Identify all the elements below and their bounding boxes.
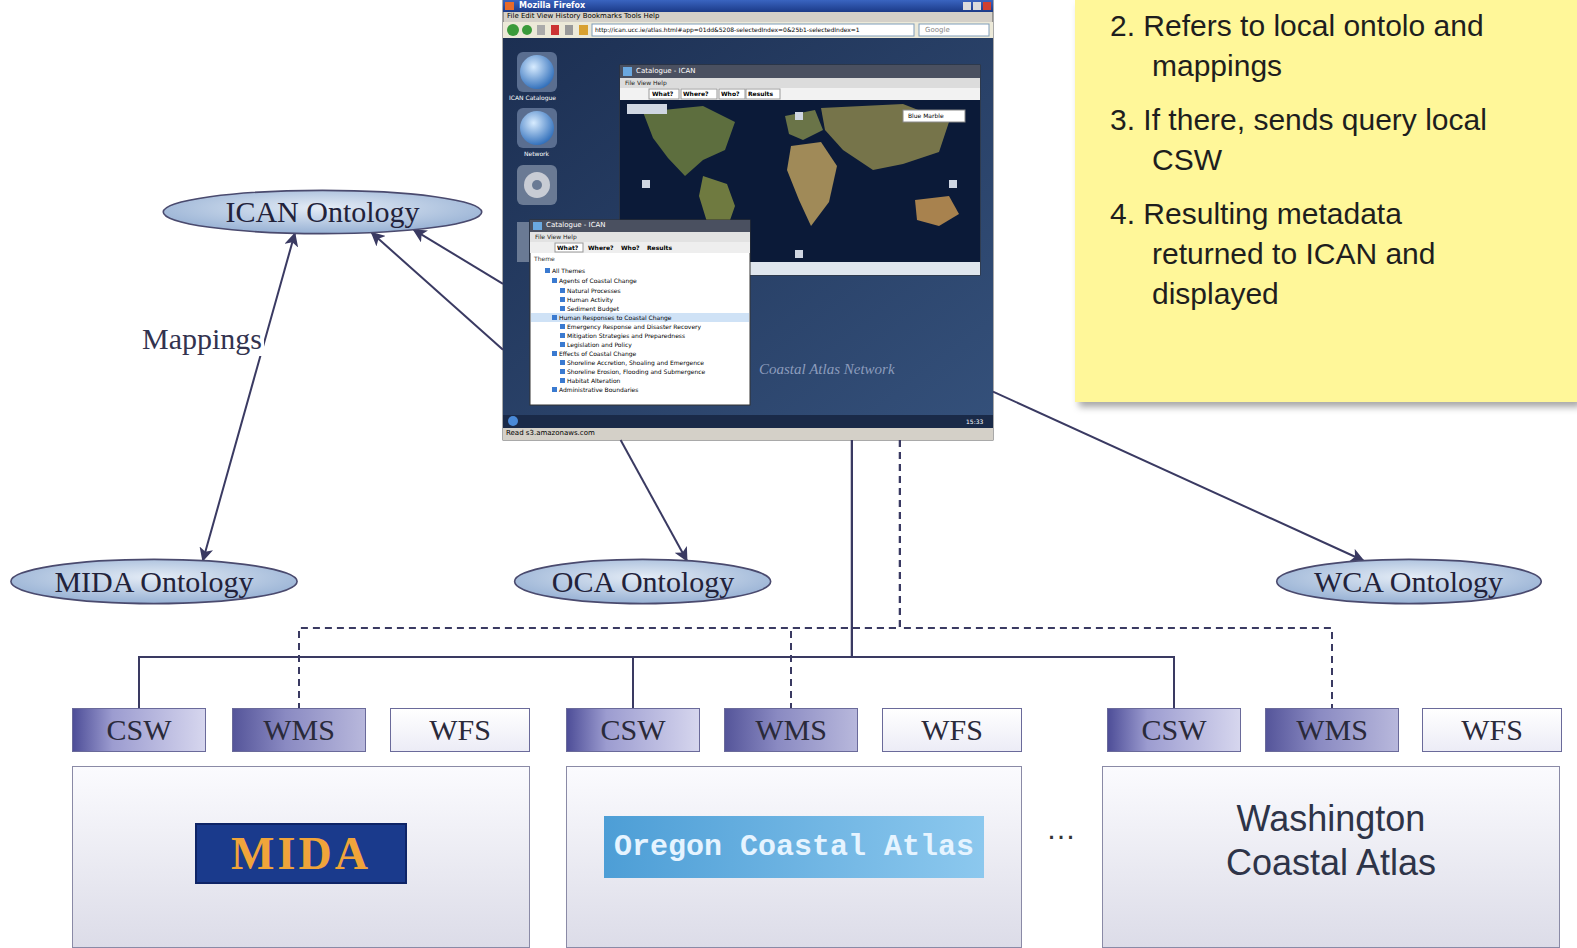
atlas-box: Oregon Coastal Atlas [566, 766, 1022, 948]
screenshot-text: Google [925, 27, 950, 34]
connector [203, 234, 295, 561]
service-box: CSW [72, 708, 206, 752]
screenshot-text: Shoreline Erosion, Flooding and Submerge… [567, 369, 705, 375]
screenshot-text: Theme [534, 256, 555, 262]
service-box: WFS [1422, 708, 1562, 752]
screenshot-text: Administrative Boundaries [559, 387, 638, 393]
screenshot-text: ICAN Catalogue [509, 95, 556, 101]
service-box: WFS [882, 708, 1022, 752]
screenshot-text: Where? [683, 91, 708, 97]
connector [372, 233, 503, 350]
service-label: CSW [106, 713, 171, 747]
service-label: WFS [921, 713, 983, 747]
screenshot-text: Catalogue - ICAN [546, 222, 606, 229]
screenshot-text: Human Activity [567, 297, 613, 303]
browser-screenshot: Mozilla FirefoxFile Edit View History Bo… [503, 0, 993, 440]
screenshot-text: Habitat Alteration [567, 378, 620, 384]
callout-item: 2. Refers to local ontolo and mappings [1110, 6, 1512, 86]
screenshot-text: Human Responses to Coastal Change [559, 315, 672, 321]
atlas-label: Washington Coastal Atlas [1181, 797, 1481, 885]
atlas-label: MIDA [195, 823, 407, 884]
connector [414, 230, 503, 284]
screenshot-text: Results [748, 91, 773, 97]
dashed-connector [791, 440, 900, 708]
ontology-ellipse: MIDA Ontology [8, 558, 300, 605]
edge-label: Mappings [140, 322, 264, 356]
dashed-connector [900, 440, 1332, 708]
callout-item: 4. Resulting metadata returned to ICAN a… [1110, 194, 1512, 314]
ellipse-shape [163, 190, 482, 233]
ellipsis-label: … [1046, 812, 1076, 846]
callout-note: 2. Refers to local ontolo and mappings 3.… [1075, 0, 1577, 402]
screenshot-text: What? [652, 91, 673, 97]
atlas-label: Oregon Coastal Atlas [604, 816, 984, 878]
callout-item: 3. If there, sends query local CSW [1110, 100, 1512, 180]
screenshot-text: File View Help [535, 234, 577, 240]
service-label: WMS [263, 713, 335, 747]
service-label: WFS [429, 713, 491, 747]
ontology-label: ICAN Ontology [225, 195, 419, 229]
ellipse-shape [515, 559, 771, 603]
dashed-connector [299, 440, 900, 708]
screenshot-text: Read s3.amazonaws.com [506, 430, 595, 437]
screenshot-text: Effects of Coastal Change [559, 351, 636, 357]
screenshot-text: Shoreline Accretion, Shoaling and Emerge… [567, 360, 704, 366]
ellipse-shape [1276, 559, 1541, 603]
screenshot-text: Mitigation Strategies and Preparedness [567, 333, 685, 339]
screenshot-text: Where? [588, 245, 613, 251]
screenshot-text: Natural Processes [567, 288, 621, 294]
atlas-box: MIDA [72, 766, 530, 948]
service-label: CSW [600, 713, 665, 747]
service-label: WFS [1461, 713, 1523, 747]
screenshot-text: Who? [621, 245, 640, 251]
service-box: CSW [1107, 708, 1241, 752]
ontology-ellipse: ICAN Ontology [160, 189, 485, 235]
service-label: WMS [1296, 713, 1368, 747]
screenshot-text: 15:33 [966, 419, 983, 425]
ontology-label: WCA Ontology [1314, 565, 1503, 599]
connector [993, 392, 1363, 561]
ellipse-shape [11, 559, 297, 603]
ontology-label: MIDA Ontology [54, 565, 253, 599]
service-box: WMS [724, 708, 858, 752]
atlas-box: Washington Coastal Atlas [1102, 766, 1560, 948]
screenshot-text: Results [647, 245, 672, 251]
screenshot-text: File Edit View History Bookmarks Tools H… [507, 13, 659, 20]
ontology-ellipse: OCA Ontology [512, 558, 773, 605]
service-box: CSW [566, 708, 700, 752]
service-label: WMS [755, 713, 827, 747]
service-box: WMS [232, 708, 366, 752]
screenshot-text: Blue Marble [908, 113, 944, 119]
screenshot-text: Catalogue - ICAN [636, 68, 696, 75]
screenshot-text: File View Help [625, 80, 667, 86]
ontology-label: OCA Ontology [552, 565, 735, 599]
screenshot-text: Sediment Budget [567, 306, 619, 312]
screenshot-text: http://ican.ucc.ie/atlas.html#app=01dd&5… [595, 27, 860, 33]
service-box: WFS [390, 708, 530, 752]
ontology-ellipse: WCA Ontology [1274, 558, 1544, 605]
screenshot-text: Network [524, 151, 549, 157]
screenshot-text: Mozilla Firefox [519, 2, 585, 10]
service-label: CSW [1141, 713, 1206, 747]
screenshot-text: Who? [721, 91, 740, 97]
connector [621, 440, 687, 561]
screenshot-text: All Themes [552, 268, 585, 274]
screenshot-text: Agents of Coastal Change [559, 278, 637, 284]
service-box: WMS [1265, 708, 1399, 752]
screenshot-text: Emergency Response and Disaster Recovery [567, 324, 701, 330]
screenshot-text: What? [557, 245, 578, 251]
screenshot-text: Legislation and Policy [567, 342, 632, 348]
screenshot-text: Coastal Atlas Network [759, 362, 895, 377]
